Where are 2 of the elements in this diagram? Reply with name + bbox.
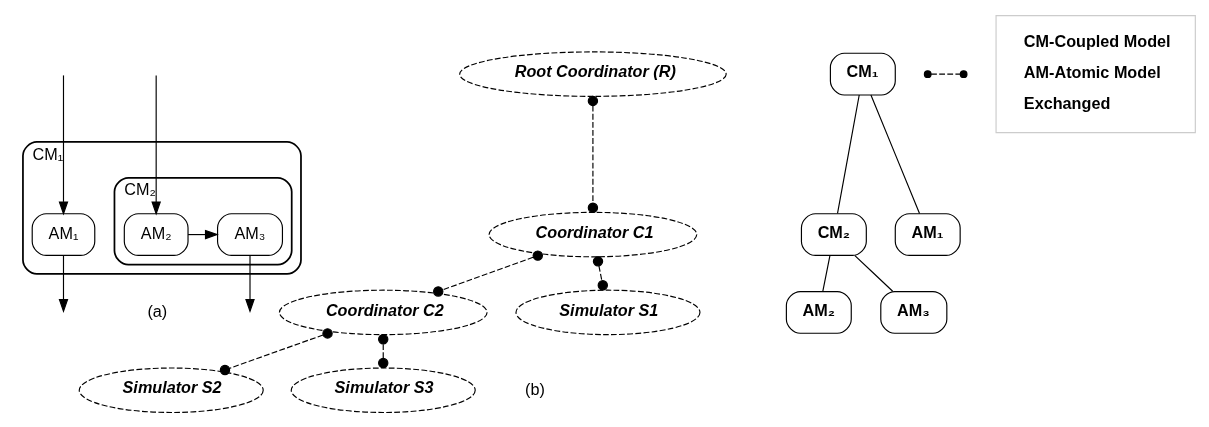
label: (b) — [525, 379, 545, 398]
label: (a) — [147, 301, 168, 320]
